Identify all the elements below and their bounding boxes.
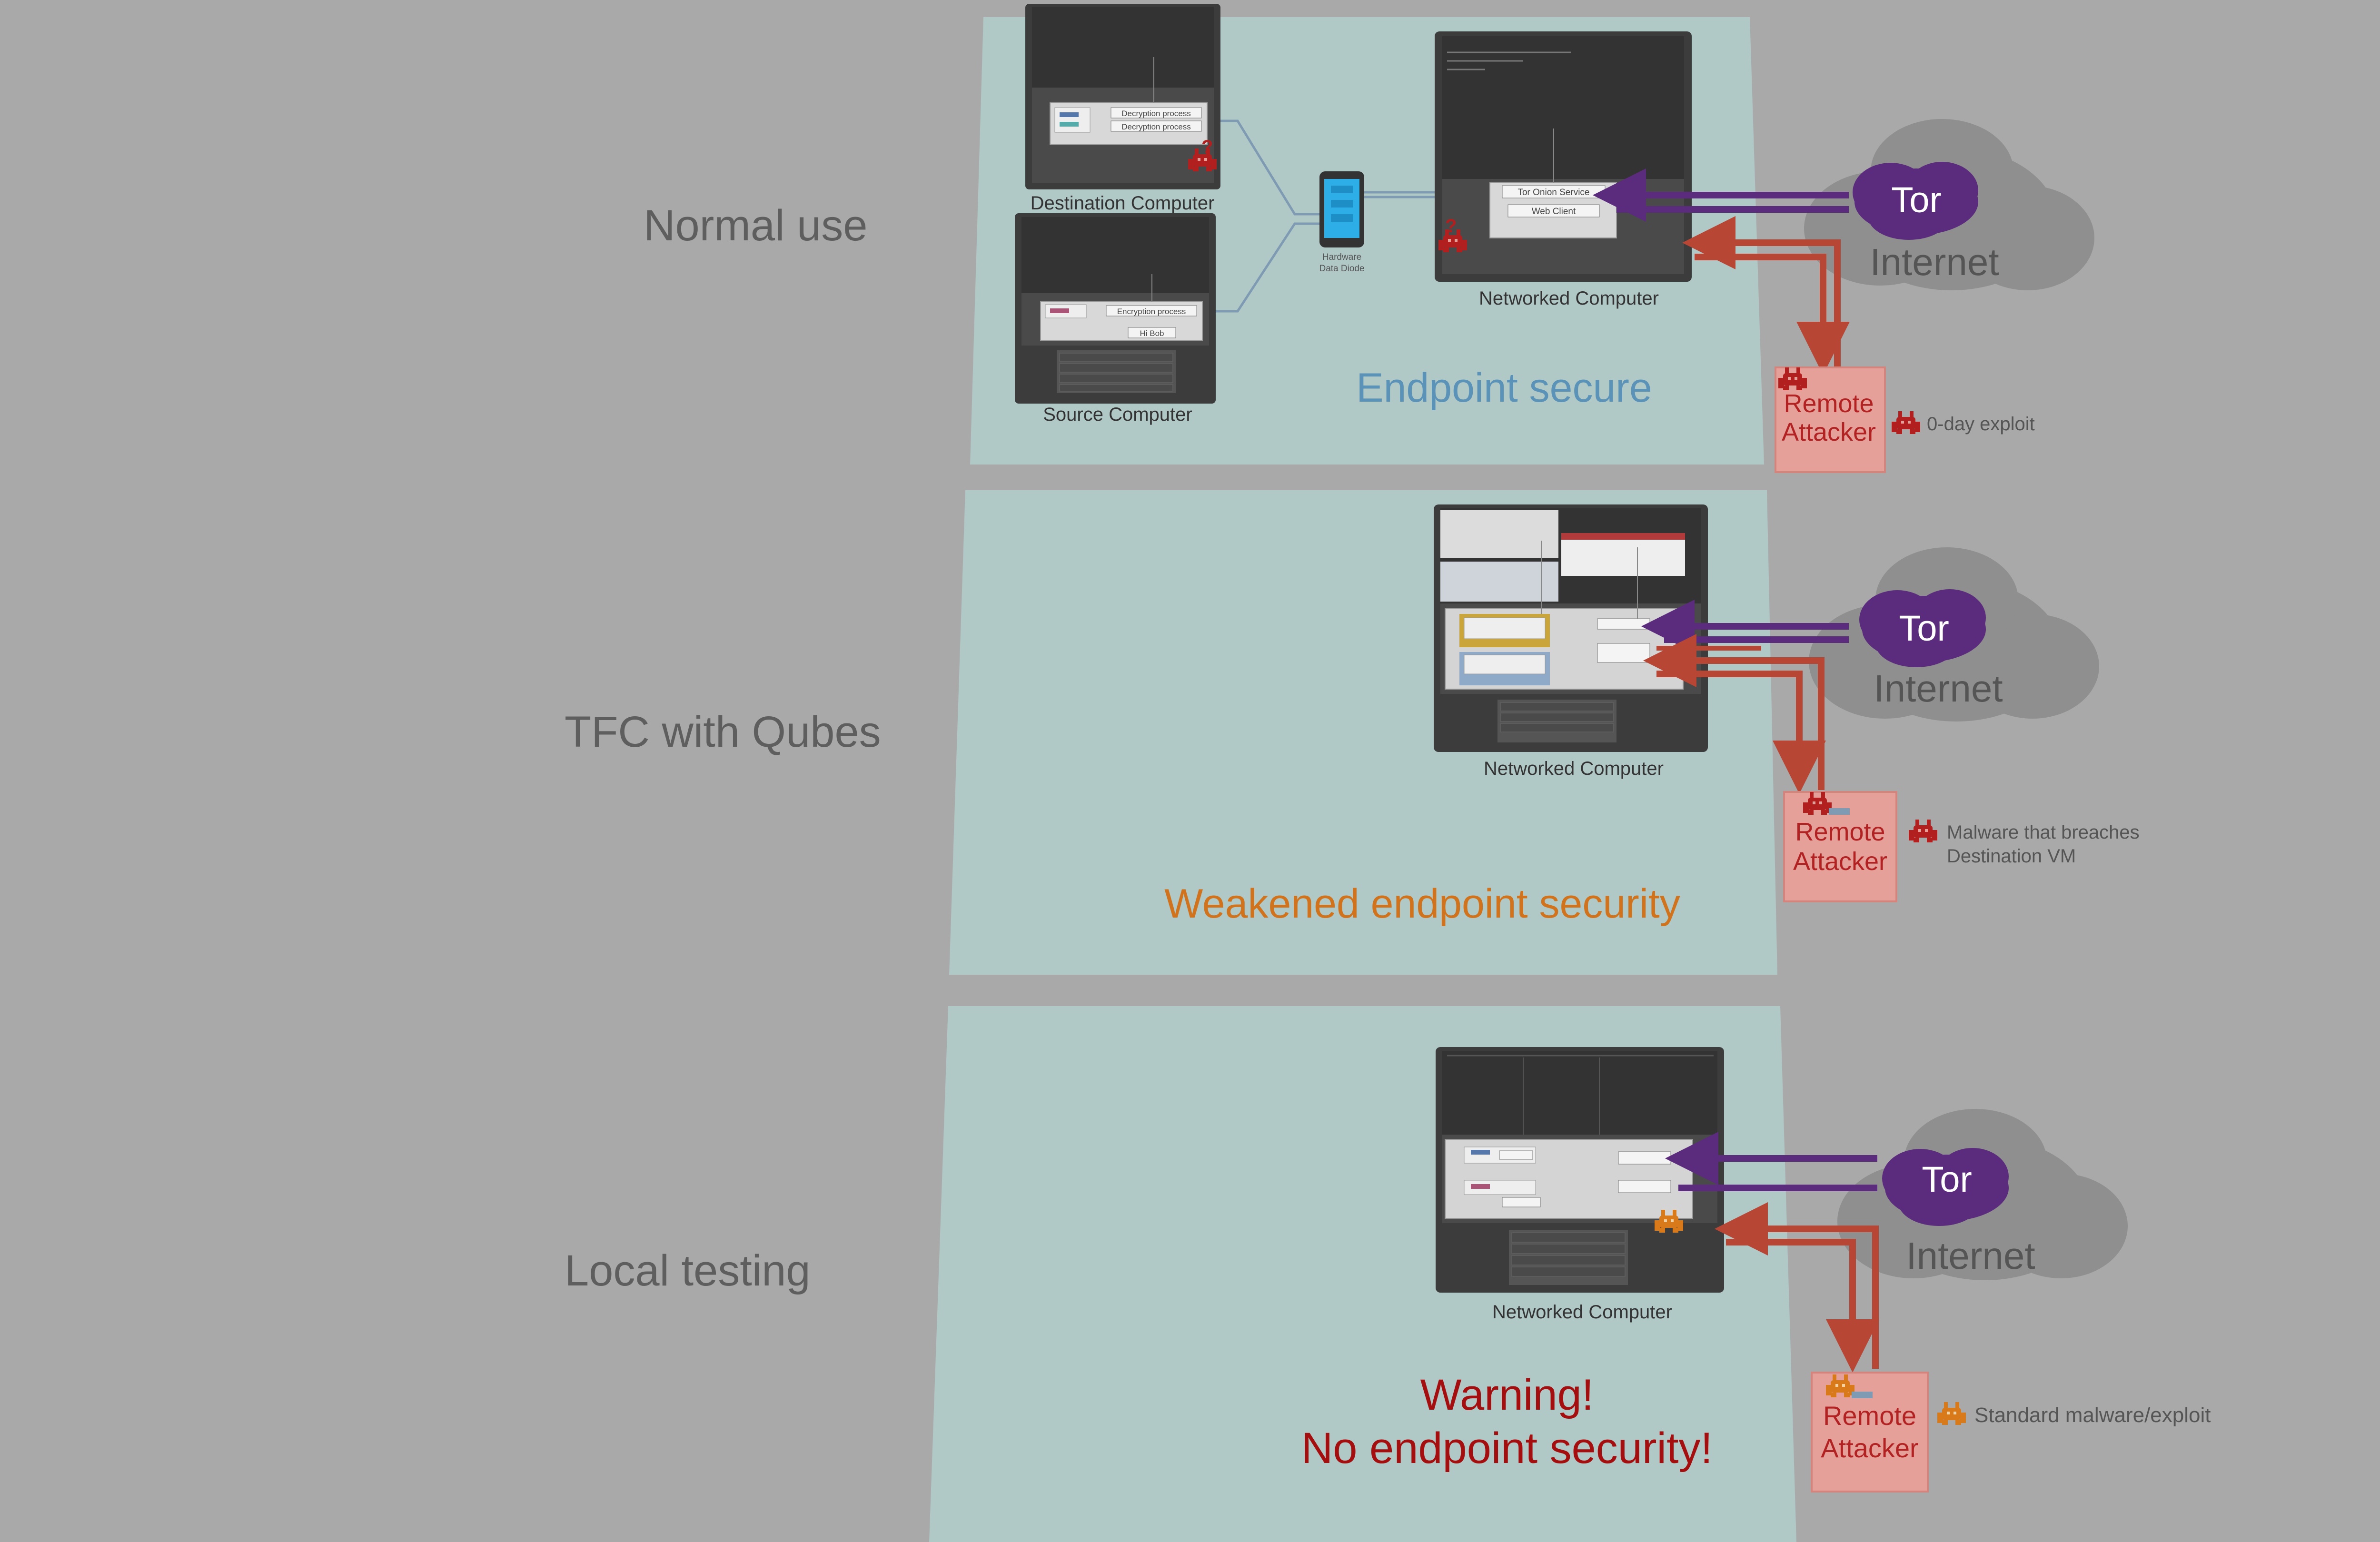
question-mark-destination: ? — [1201, 137, 1213, 158]
legend-text-2a: Malware that breaches — [1947, 822, 2140, 843]
tor-onion-service-label: Tor Onion Service — [1517, 188, 1589, 198]
cable-source-diode — [1216, 222, 1319, 313]
tor-label-3: Tor — [1922, 1159, 1972, 1200]
remote-attacker-label-1a: Remote — [1784, 389, 1874, 418]
destination-computer-label: Destination Computer — [1031, 193, 1215, 214]
legend-text-1: 0-day exploit — [1927, 414, 2035, 435]
arrow-networked-to-attacker-3 — [1726, 1239, 1879, 1373]
decryption-process-label-2: Decryption process — [1121, 122, 1191, 131]
decryption-process-label-1: Decryption process — [1121, 109, 1191, 118]
status-panel-1: Endpoint secure — [1356, 365, 1652, 411]
destination-computer: Decryption process Decryption process — [1025, 4, 1220, 189]
remote-attacker-label-2a: Remote — [1795, 818, 1885, 846]
row-label-local-testing: Local testing — [565, 1246, 811, 1295]
attacker-tool-icon-2 — [1829, 808, 1850, 815]
tor-label-2: Tor — [1899, 608, 1949, 649]
tor-cloud-2 — [1859, 589, 1986, 667]
status-panel-2: Weakened endpoint security — [1164, 881, 1680, 927]
row-label-tfc-qubes: TFC with Qubes — [565, 708, 881, 756]
remote-attacker-label-3a: Remote — [1823, 1401, 1916, 1431]
row-label-normal-use: Normal use — [644, 201, 868, 250]
arrow-networked-to-attacker-2 — [1656, 671, 1826, 794]
web-client-label: Web Client — [1532, 207, 1576, 217]
hardware-data-diode — [1319, 171, 1364, 247]
tor-cloud-1 — [1853, 162, 1978, 240]
remote-attacker-label-3b: Attacker — [1821, 1433, 1918, 1463]
networked-computer-label-2: Networked Computer — [1484, 758, 1664, 779]
internet-label-3: Internet — [1906, 1235, 2035, 1277]
legend-bug-3 — [1937, 1402, 1966, 1425]
status-panel-3-line1: Warning! — [1420, 1371, 1594, 1419]
networked-computer-label-3: Networked Computer — [1492, 1302, 1672, 1323]
tor-cloud-3 — [1882, 1148, 2009, 1226]
status-panel-3-line2: No endpoint security! — [1301, 1424, 1713, 1473]
hardware-data-diode-label-2: Data Diode — [1319, 264, 1364, 274]
hi-bob-label: Hi Bob — [1140, 329, 1164, 338]
question-mark-networked: ? — [1445, 216, 1457, 237]
legend-bug-1 — [1892, 411, 1920, 434]
networked-computer-1: Tor Onion Service Web Client — [1435, 31, 1692, 282]
tor-label-1: Tor — [1891, 180, 1942, 220]
source-computer: Encryption process Hi Bob — [1015, 213, 1216, 404]
encryption-process-label: Encryption process — [1117, 307, 1186, 316]
attacker-tool-icon-3 — [1852, 1392, 1873, 1398]
legend-text-2b: Destination VM — [1947, 846, 2076, 867]
hardware-data-diode-label-1: Hardware — [1322, 252, 1361, 262]
internet-label-2: Internet — [1874, 667, 2003, 710]
networked-computer-3 — [1436, 1047, 1724, 1293]
remote-attacker-label-2b: Attacker — [1793, 847, 1887, 876]
legend-bug-2 — [1909, 820, 1937, 842]
networked-computer-label-1: Networked Computer — [1479, 288, 1659, 309]
source-computer-label: Source Computer — [1043, 404, 1192, 425]
arrow-networked-to-attacker-1 — [1695, 254, 1850, 375]
internet-label-1: Internet — [1870, 241, 1999, 283]
legend-text-3: Standard malware/exploit — [1974, 1404, 2211, 1427]
cable-destination-diode — [1220, 119, 1319, 216]
remote-attacker-label-1b: Attacker — [1782, 418, 1876, 446]
